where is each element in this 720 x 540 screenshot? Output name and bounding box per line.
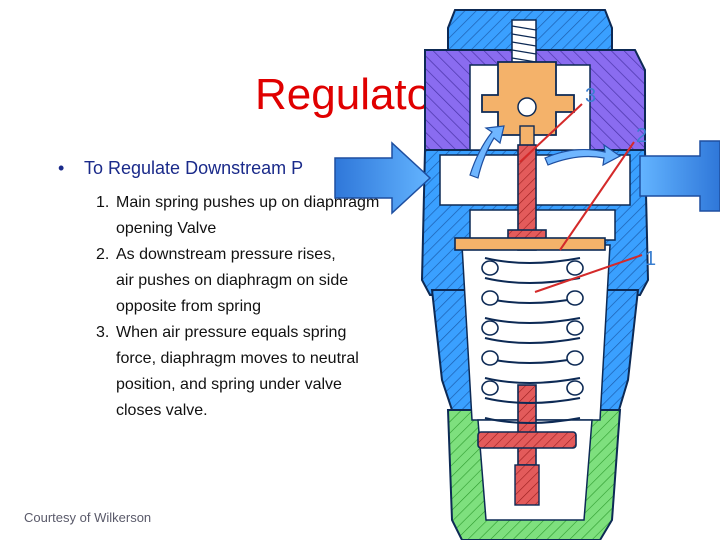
slide-title: Regulato xyxy=(255,70,432,119)
diaphragm-plate xyxy=(454,237,606,251)
step-number: 3. xyxy=(96,324,110,341)
step-line: force, diaphragm moves to neutral xyxy=(116,350,359,367)
step-line: closes valve. xyxy=(116,402,208,419)
bullet-item: • To Regulate Downstream P xyxy=(58,158,303,179)
spring-coil-sections xyxy=(481,260,584,396)
step-number: 1. xyxy=(96,194,110,211)
step-line: air pushes on diaphragm on side xyxy=(116,272,349,289)
inlet-arrow-icon xyxy=(334,141,432,215)
steps-list: 1. Main spring pushes up on diaphragm ope… xyxy=(96,190,416,424)
step-item: 2. As downstream pressure rises, air push… xyxy=(96,242,416,320)
callout-number: 1 xyxy=(645,248,656,270)
step-line: Main spring pushes up on diaphragm xyxy=(116,194,380,211)
poppet-block xyxy=(481,61,575,151)
callout-number: 3 xyxy=(585,85,596,107)
step-line: opposite from spring xyxy=(116,298,261,315)
step-line: position, and spring under valve xyxy=(116,376,342,393)
callout-lines xyxy=(519,103,643,293)
step-line: As downstream pressure rises, xyxy=(116,246,336,263)
outlet-arrow-icon xyxy=(639,140,720,212)
courtesy-credit: Courtesy of Wilkerson xyxy=(24,510,152,525)
internal-flow-arrows xyxy=(469,125,622,179)
callout-number: 2 xyxy=(636,125,647,147)
step-line: When air pressure equals spring xyxy=(116,324,347,341)
step-line: opening Valve xyxy=(116,220,217,237)
step-item: 1. Main spring pushes up on diaphragm ope… xyxy=(96,190,416,242)
step-number: 2. xyxy=(96,246,110,263)
adjusting-screw xyxy=(511,19,537,66)
step-item: 3. When air pressure equals spring force,… xyxy=(96,320,416,424)
bullet-text: To Regulate Downstream P xyxy=(84,158,304,178)
bullet-dot-icon: • xyxy=(58,158,65,178)
